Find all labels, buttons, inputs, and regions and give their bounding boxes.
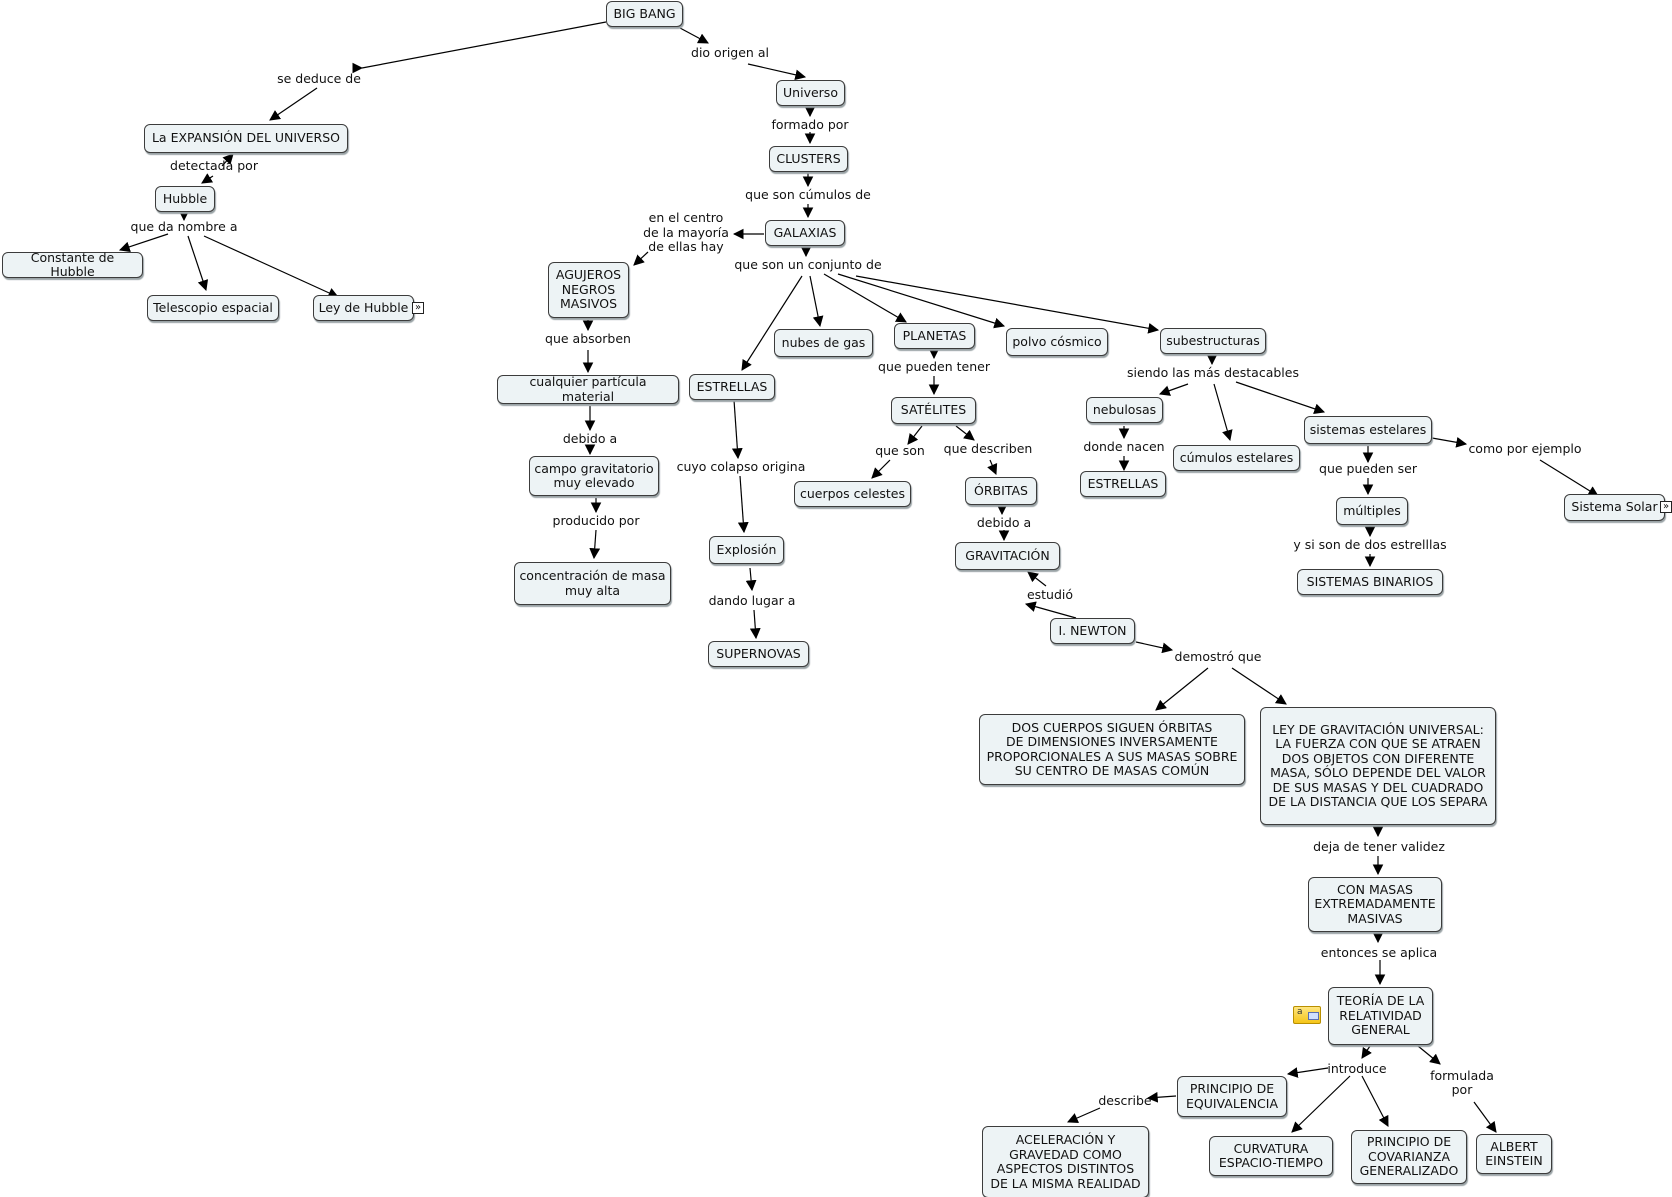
label-formulada: formulada por	[1430, 1067, 1494, 1097]
node-orbitas[interactable]: ÓRBITAS	[965, 477, 1037, 505]
node-binarios[interactable]: SISTEMAS BINARIOS	[1297, 569, 1443, 595]
expand-ley-hubble-icon[interactable]: »	[412, 302, 424, 314]
label-conjunto: que son un conjunto de	[734, 256, 882, 272]
node-aceleracion[interactable]: ACELERACIÓN Y GRAVEDAD COMO ASPECTOS DIS…	[982, 1126, 1149, 1197]
label-se-deduce: se deduce de	[277, 70, 361, 86]
label-validez: deja de tener validez	[1313, 838, 1445, 854]
node-subestructuras[interactable]: subestructuras	[1160, 328, 1266, 354]
node-ley-gravitacion[interactable]: LEY DE GRAVITACIÓN UNIVERSAL: LA FUERZA …	[1260, 707, 1496, 825]
label-aplica: entonces se aplica	[1320, 944, 1438, 960]
label-detectada: detectada por	[170, 157, 258, 173]
node-sistema-solar[interactable]: Sistema Solar	[1564, 494, 1665, 521]
label-destacables: siendo las más destacables	[1127, 364, 1299, 380]
label-ejemplo: como por ejemplo	[1468, 440, 1582, 456]
label-describen: que describen	[943, 440, 1033, 456]
label-dos-estrellas: y si son de dos estrelllas	[1293, 536, 1447, 552]
label-da-nombre: que da nombre a	[130, 218, 238, 234]
node-masas[interactable]: CON MASAS EXTREMADAMENTE MASIVAS	[1308, 877, 1442, 932]
label-cumulos-de: que son cúmulos de	[745, 186, 871, 202]
node-campo[interactable]: campo gravitatorio muy elevado	[529, 456, 659, 496]
expand-sistema-solar-icon[interactable]: »	[1660, 501, 1672, 513]
label-dio-origen: dio origen al	[691, 44, 769, 60]
label-que-son: que son	[875, 442, 925, 458]
node-nebulosas[interactable]: nebulosas	[1086, 397, 1163, 423]
node-relatividad[interactable]: TEORÍA DE LA RELATIVIDAD GENERAL	[1328, 987, 1433, 1045]
node-polvo[interactable]: polvo cósmico	[1006, 328, 1108, 356]
label-dando: dando lugar a	[708, 592, 796, 608]
node-ley-hubble[interactable]: Ley de Hubble	[313, 295, 414, 321]
node-big-bang[interactable]: BIG BANG	[606, 1, 683, 27]
label-formado: formado por	[771, 116, 849, 132]
node-constante-hubble[interactable]: Constante de Hubble	[2, 250, 143, 279]
label-colapso: cuyo colapso origina	[676, 458, 806, 474]
node-einstein[interactable]: ALBERT EINSTEIN	[1476, 1134, 1552, 1174]
label-debido-2: debido a	[976, 514, 1032, 530]
node-planetas[interactable]: PLANETAS	[894, 323, 975, 349]
label-pueden-ser: que pueden ser	[1319, 460, 1417, 476]
node-estrellas-2[interactable]: ESTRELLAS	[1080, 471, 1166, 497]
node-curvatura[interactable]: CURVATURA ESPACIO-TIEMPO	[1209, 1136, 1333, 1176]
node-gravitacion[interactable]: GRAVITACIÓN	[955, 542, 1060, 570]
node-sistemas[interactable]: sistemas estelares	[1304, 416, 1432, 444]
node-particula[interactable]: cualquier partícula material	[497, 374, 679, 404]
node-nubes[interactable]: nubes de gas	[774, 329, 873, 357]
node-dos-cuerpos[interactable]: DOS CUERPOS SIGUEN ÓRBITAS DE DIMENSIONE…	[979, 714, 1245, 785]
node-galaxias[interactable]: GALAXIAS	[765, 220, 845, 246]
node-expansion[interactable]: La EXPANSIÓN DEL UNIVERSO	[144, 124, 348, 153]
note-icon[interactable]	[1293, 1006, 1321, 1024]
node-satelites[interactable]: SATÉLITES	[891, 397, 976, 424]
label-pueden-tener: que pueden tener	[878, 358, 990, 374]
node-telescopio[interactable]: Telescopio espacial	[147, 295, 279, 321]
node-concentracion[interactable]: concentración de masa muy alta	[514, 562, 671, 605]
label-absorben: que absorben	[545, 330, 631, 346]
label-debido-1: debido a	[562, 430, 618, 446]
label-demostro: demostró que	[1174, 648, 1262, 664]
label-estudio: estudió	[1026, 586, 1074, 602]
node-hubble[interactable]: Hubble	[155, 186, 215, 212]
label-describe: describe	[1098, 1092, 1152, 1108]
label-centro: en el centro de la mayoría de ellas hay	[643, 210, 729, 255]
node-supernovas[interactable]: SUPERNOVAS	[708, 641, 809, 667]
label-producido: producido por	[552, 512, 640, 528]
label-introduce: introduce	[1327, 1060, 1387, 1076]
node-covarianza[interactable]: PRINCIPIO DE COVARIANZA GENERALIZADO	[1351, 1130, 1467, 1184]
label-donde: donde nacen	[1083, 438, 1165, 454]
node-multiples[interactable]: múltiples	[1336, 497, 1408, 525]
node-cumulos[interactable]: cúmulos estelares	[1173, 445, 1300, 471]
node-newton[interactable]: I. NEWTON	[1050, 618, 1135, 644]
node-clusters[interactable]: CLUSTERS	[769, 146, 848, 172]
node-estrellas[interactable]: ESTRELLAS	[689, 374, 775, 400]
node-agujeros[interactable]: AGUJEROS NEGROS MASIVOS	[548, 262, 629, 318]
node-explosion[interactable]: Explosión	[709, 536, 784, 564]
node-universo[interactable]: Universo	[776, 80, 845, 106]
node-cuerpos[interactable]: cuerpos celestes	[794, 481, 911, 507]
node-equivalencia[interactable]: PRINCIPIO DE EQUIVALENCIA	[1177, 1076, 1287, 1117]
